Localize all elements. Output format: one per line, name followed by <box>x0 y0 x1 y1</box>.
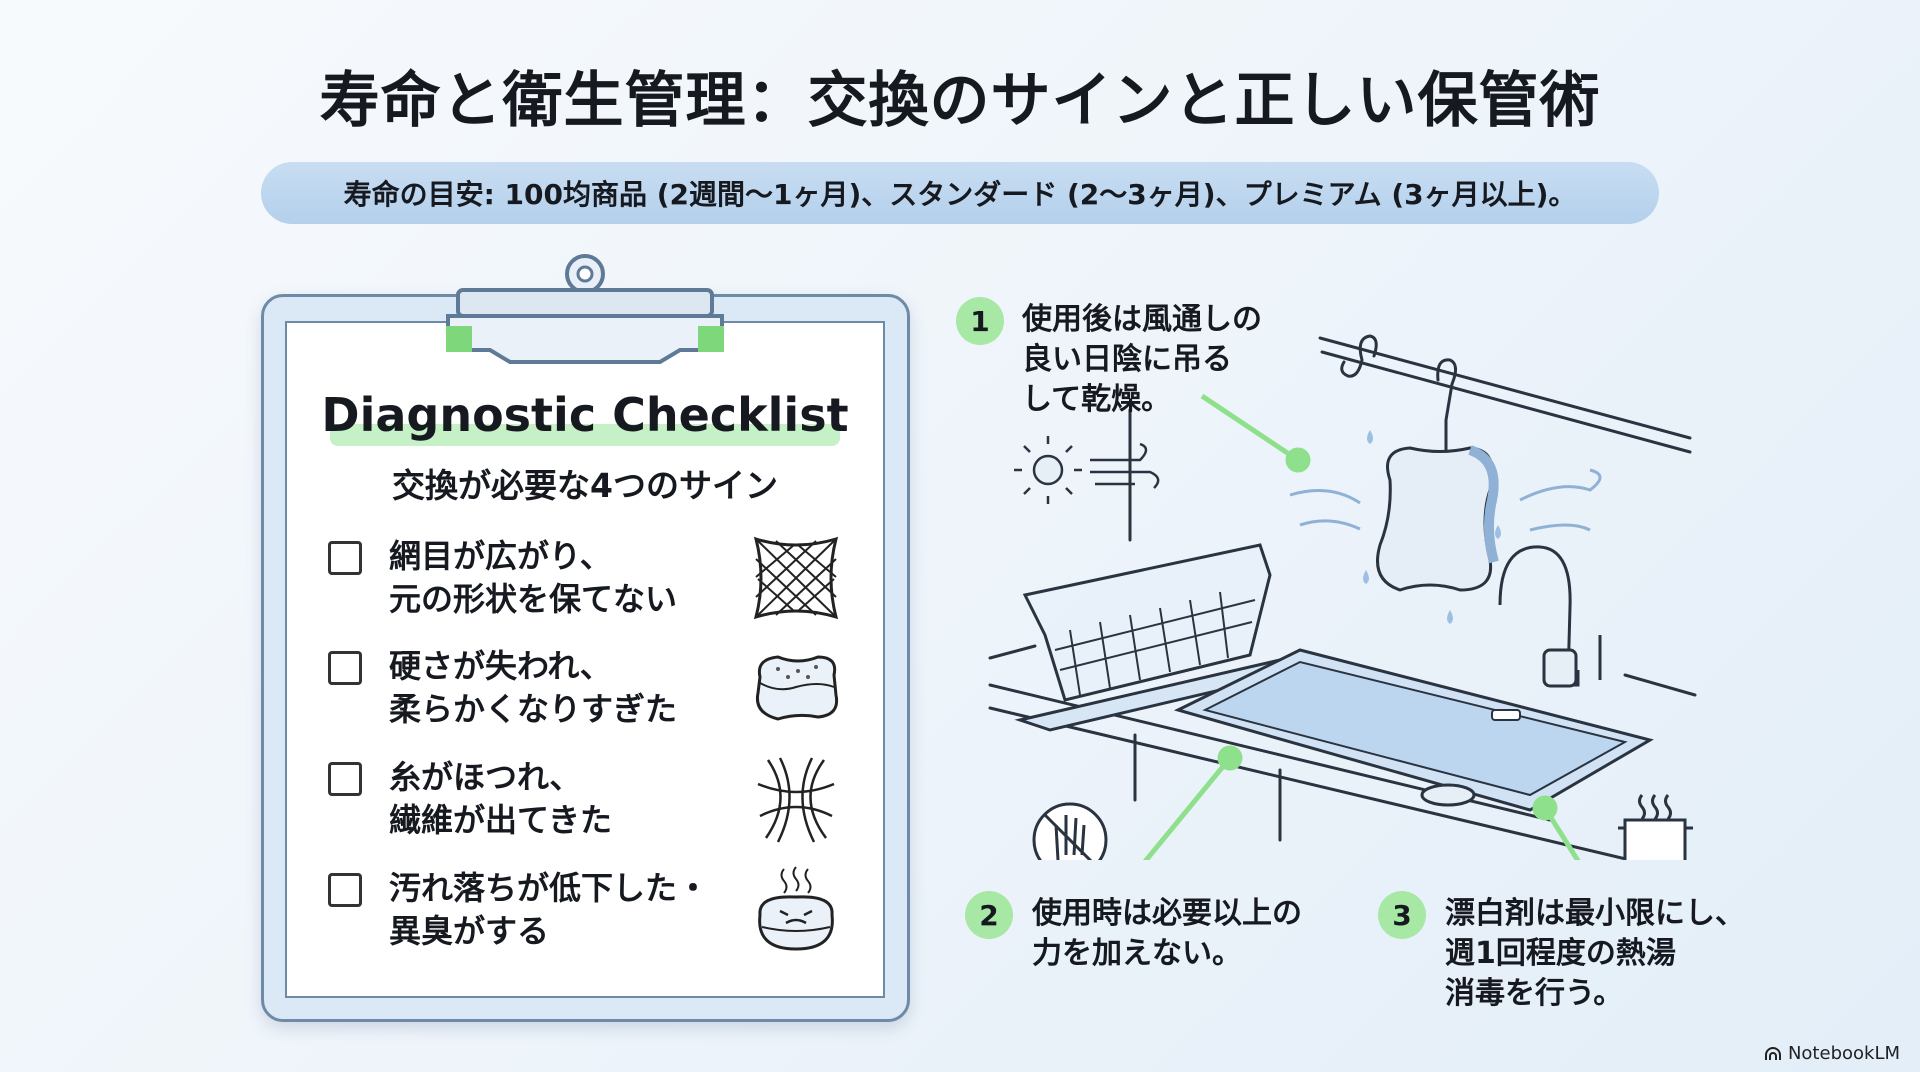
checkbox[interactable] <box>328 651 362 685</box>
page-title: 寿命と衛生管理：交換のサインと正しい保管術 <box>319 66 1601 136</box>
soft-sponge-icon <box>755 655 839 721</box>
wind-icon <box>1090 442 1160 489</box>
stretched-mesh-icon <box>753 536 839 620</box>
checklist-item: 汚れ落ちが低下した・異臭がする <box>328 866 858 973</box>
item-line1: 糸がほつれ、 <box>389 758 582 796</box>
item-line2: 柔らかくなりすぎた <box>389 690 678 728</box>
hook-icon <box>1340 334 1378 378</box>
callout-lines <box>1142 393 1581 860</box>
step-2-text: 使用時は必要以上の力を加えない。 <box>1032 894 1302 974</box>
step-line: 使用後は風通しの <box>1022 302 1262 337</box>
water-drops-icon <box>1363 430 1501 624</box>
checklist-item: 網目が広がり、元の形状を保てない <box>328 536 858 641</box>
sun-icon <box>1014 436 1082 504</box>
checklist-item: 硬さが失われ、柔らかくなりすぎた <box>328 647 858 751</box>
item-line1: 汚れ落ちが低下した・ <box>389 869 710 907</box>
frayed-fibers-icon <box>757 757 835 843</box>
step-line: 良い日陰に吊る <box>1022 342 1232 377</box>
hanging-sponge-icon <box>1376 420 1499 592</box>
hot-water-pot-icon <box>1618 794 1693 860</box>
faucet-icon <box>1498 545 1602 688</box>
hanging-rail <box>1318 336 1692 454</box>
notebooklm-logo-icon <box>1764 1046 1781 1060</box>
smelly-sponge-icon <box>758 866 834 951</box>
dish-rack-icon <box>1014 543 1310 732</box>
title-highlight <box>330 424 840 446</box>
checklist-title: Diagnostic Checklist <box>321 388 849 442</box>
checkbox[interactable] <box>328 873 362 907</box>
step-3-text: 漂白剤は最小限にし、週1回程度の熱湯消毒を行う。 <box>1445 894 1745 1014</box>
checklist-item: 糸がほつれ、繊維が出てきた <box>328 757 858 862</box>
item-line2: 元の形状を保てない <box>389 580 678 618</box>
notebooklm-logo: NotebookLM <box>1764 1043 1900 1064</box>
step-line: 消毒を行う。 <box>1445 976 1624 1011</box>
air-flow-icon <box>1289 468 1602 532</box>
clipboard-clip-icon <box>446 254 724 364</box>
logo-text: NotebookLM <box>1787 1043 1900 1064</box>
checklist-subtitle: 交換が必要な4つのサイン <box>392 466 778 505</box>
step-1-text: 使用後は風通しの良い日陰に吊るして乾燥。 <box>1022 300 1262 420</box>
step-number-1: 1 <box>956 297 1004 345</box>
step-number-3: 3 <box>1378 891 1426 939</box>
checkbox[interactable] <box>328 541 362 575</box>
step-line: 週1回程度の熱湯 <box>1445 936 1676 971</box>
item-line1: 硬さが失われ、 <box>389 647 612 685</box>
sink-basin-icon <box>1173 648 1654 812</box>
step-line: 力を加えない。 <box>1032 936 1242 971</box>
step-number-2: 2 <box>965 891 1013 939</box>
lifespan-banner: 寿命の目安: 100均商品 (2週間〜1ヶ月)、スタンダード (2〜3ヶ月)、プ… <box>261 162 1659 224</box>
step-line: して乾燥。 <box>1022 382 1172 417</box>
step-line: 使用時は必要以上の <box>1032 896 1302 931</box>
step-line: 漂白剤は最小限にし、 <box>1445 896 1745 931</box>
no-force-hand-icon <box>1032 802 1108 860</box>
item-line2: 異臭がする <box>389 912 550 950</box>
item-line1: 網目が広がり、 <box>389 537 612 575</box>
checkbox[interactable] <box>328 762 362 796</box>
kitchen-sink-illustration <box>988 334 1697 860</box>
item-line2: 繊維が出てきた <box>389 801 613 839</box>
